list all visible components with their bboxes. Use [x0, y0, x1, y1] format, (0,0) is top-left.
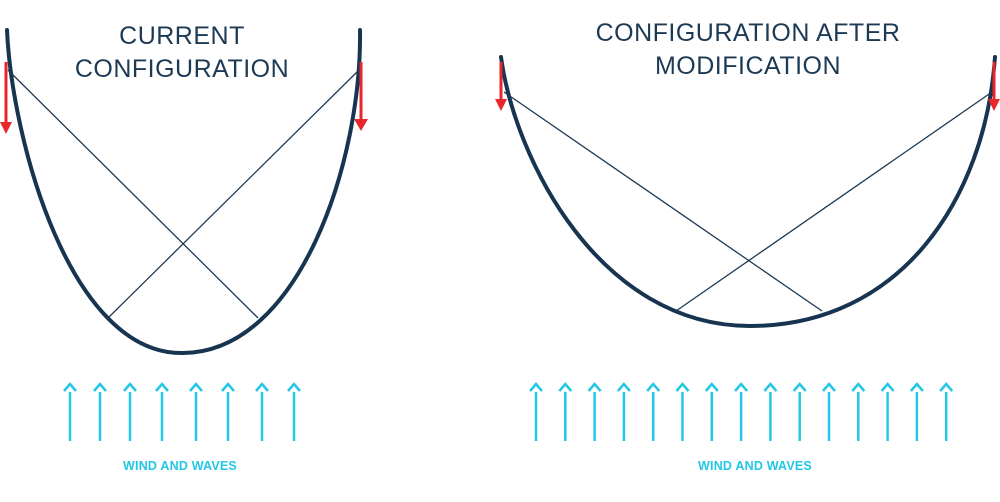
- left-wind-arrows: [63, 382, 301, 441]
- left-cable-1: [7, 69, 259, 319]
- left-wind-arrow-icon: [221, 382, 235, 441]
- right-wind-arrow-icon: [558, 382, 573, 441]
- left-hull-curve: [5, 28, 363, 356]
- right-title: CONFIGURATION AFTER MODIFICATION: [588, 17, 908, 83]
- right-load-arrow-2: [988, 62, 1000, 111]
- right-title-line1: CONFIGURATION AFTER: [595, 19, 901, 47]
- right-caption: WIND AND WAVES: [698, 459, 812, 473]
- right-wind-arrows: [529, 382, 954, 441]
- left-title: CURRENT CONFIGURATION: [52, 20, 312, 86]
- right-hull-curve: [499, 55, 997, 329]
- right-wind-arrow-icon: [939, 382, 954, 441]
- left-load-arrow-2: [354, 62, 368, 131]
- right-title-line2: MODIFICATION: [654, 52, 842, 80]
- right-wind-arrow-icon: [529, 382, 543, 441]
- right-load-arrow-1: [495, 62, 507, 111]
- left-wind-arrow-icon: [155, 382, 169, 441]
- right-wind-arrow-icon: [675, 382, 690, 441]
- left-title-line1: CURRENT: [119, 22, 245, 50]
- left-wind-arrow-icon: [287, 382, 301, 441]
- left-cable-2: [107, 69, 360, 319]
- left-wind-arrow-icon: [63, 382, 77, 441]
- right-wind-arrow-icon: [851, 382, 866, 441]
- left-configuration: [0, 28, 368, 441]
- right-wind-arrow-icon: [792, 382, 807, 441]
- left-wind-arrow-icon: [255, 382, 269, 441]
- right-wind-arrow-icon: [616, 382, 631, 441]
- left-wind-arrow-icon: [93, 382, 107, 441]
- right-wind-arrow-icon: [909, 382, 924, 441]
- right-configuration: [495, 55, 1000, 441]
- right-cable-2: [675, 91, 993, 312]
- right-cable-1: [503, 91, 823, 312]
- right-wind-arrow-icon: [734, 382, 749, 441]
- right-wind-arrow-icon: [880, 382, 895, 441]
- right-wind-arrow-icon: [587, 382, 602, 441]
- left-wind-arrow-icon: [189, 382, 203, 441]
- right-wind-arrow-icon: [763, 382, 778, 441]
- left-title-line2: CONFIGURATION: [74, 55, 290, 83]
- right-wind-arrow-icon: [646, 382, 661, 441]
- right-wind-arrow-icon: [704, 382, 719, 441]
- left-load-arrow-1: [0, 62, 12, 134]
- left-wind-arrow-icon: [123, 382, 137, 441]
- right-wind-arrow-icon: [822, 382, 836, 441]
- left-caption: WIND AND WAVES: [123, 459, 237, 473]
